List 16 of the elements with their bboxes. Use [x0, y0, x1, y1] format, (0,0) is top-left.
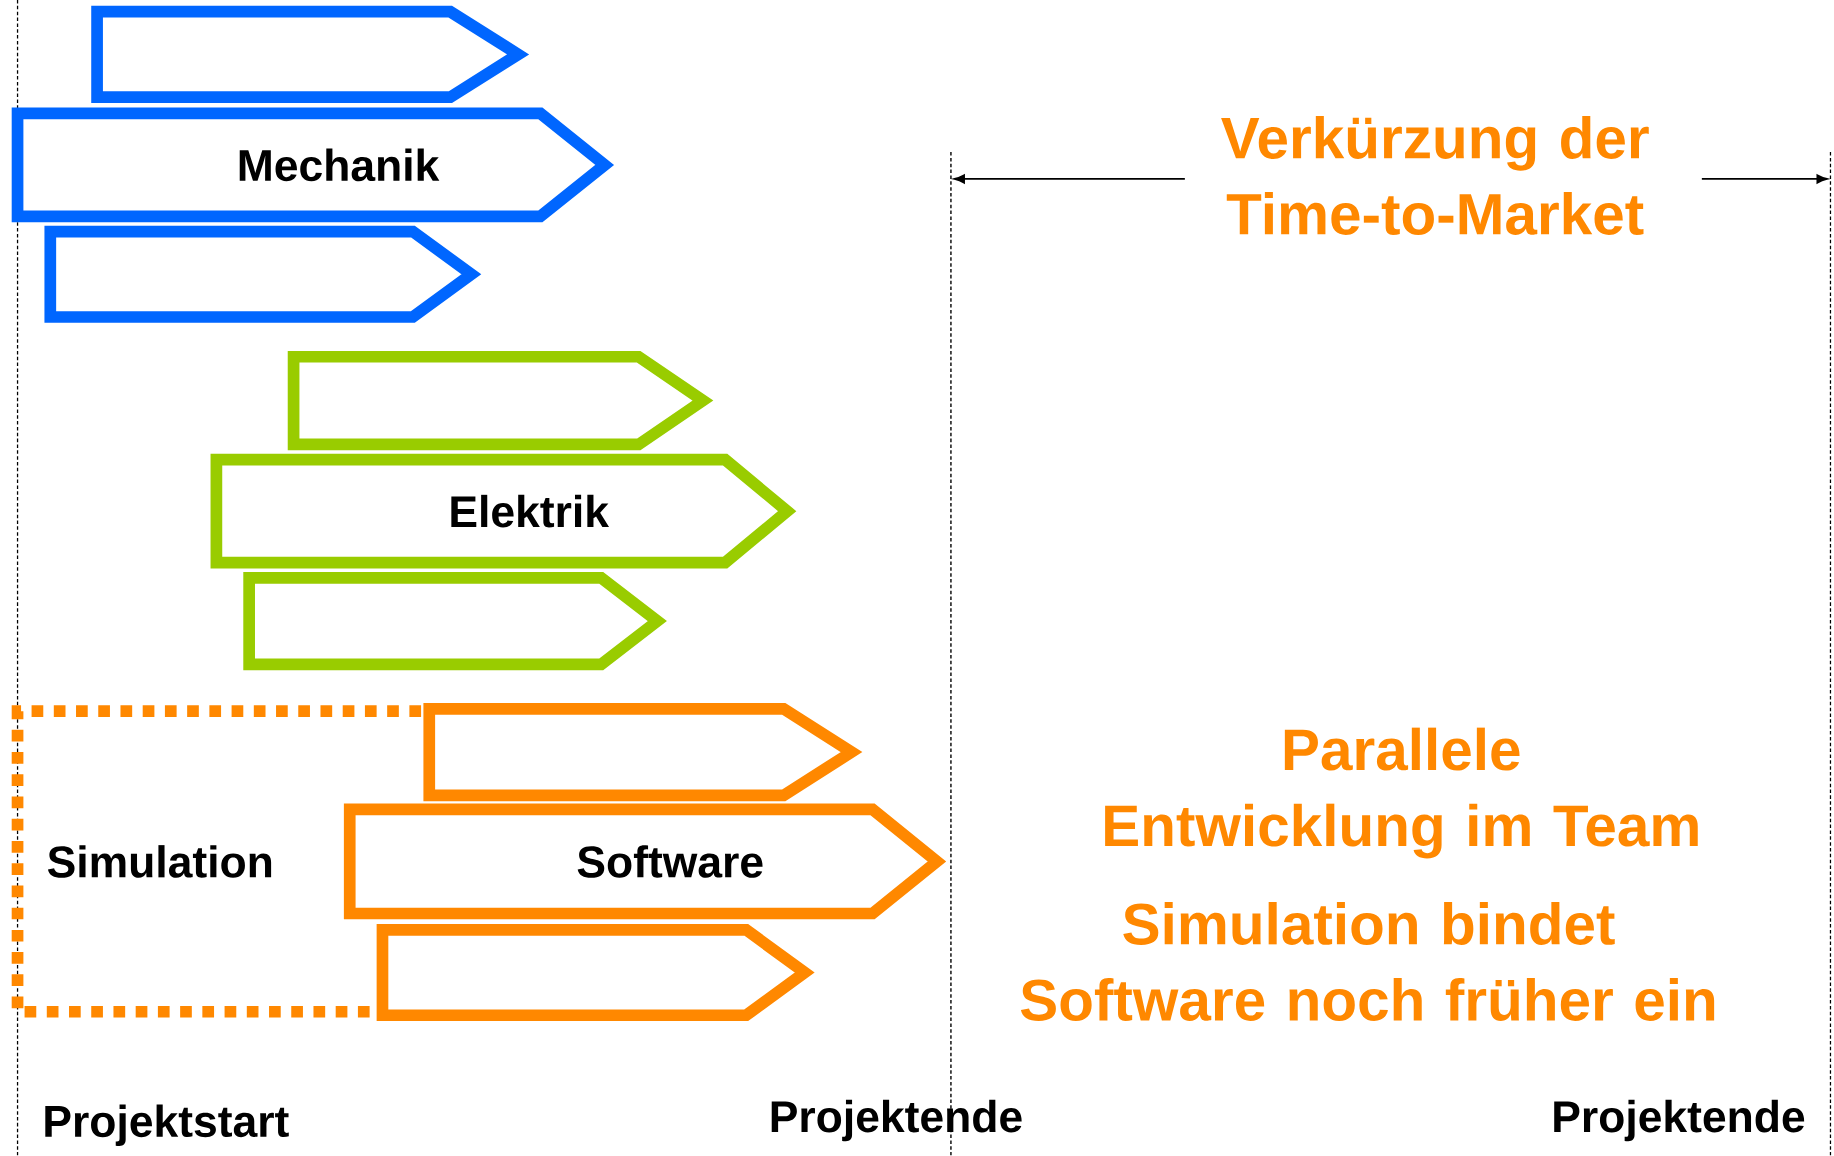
- phase-bar: [423, 703, 863, 802]
- note-text: Simulation bindet Software noch früher ein: [1020, 902, 1715, 1022]
- note-text: Verkürzung der Time-to-Market: [1221, 116, 1649, 236]
- timeline-label: Projektende: [771, 1100, 1022, 1142]
- phase-bar: [376, 924, 815, 1022]
- timeline-label: Projektende: [1554, 1100, 1805, 1142]
- note-text: Parallele Entwicklung im Team: [1105, 727, 1698, 859]
- phase-bar: [91, 6, 530, 104]
- simulation-frame: Simulation: [11, 705, 422, 1018]
- phase-bar: Elektrik: [210, 454, 797, 569]
- phase-bar: [243, 572, 667, 671]
- phase-bar: Mechanik: [11, 107, 615, 223]
- timeline-label: Projektstart: [45, 1104, 289, 1147]
- phase-bar: Software: [343, 803, 947, 920]
- phase-bar: [287, 351, 714, 451]
- phase-bar: [44, 225, 482, 324]
